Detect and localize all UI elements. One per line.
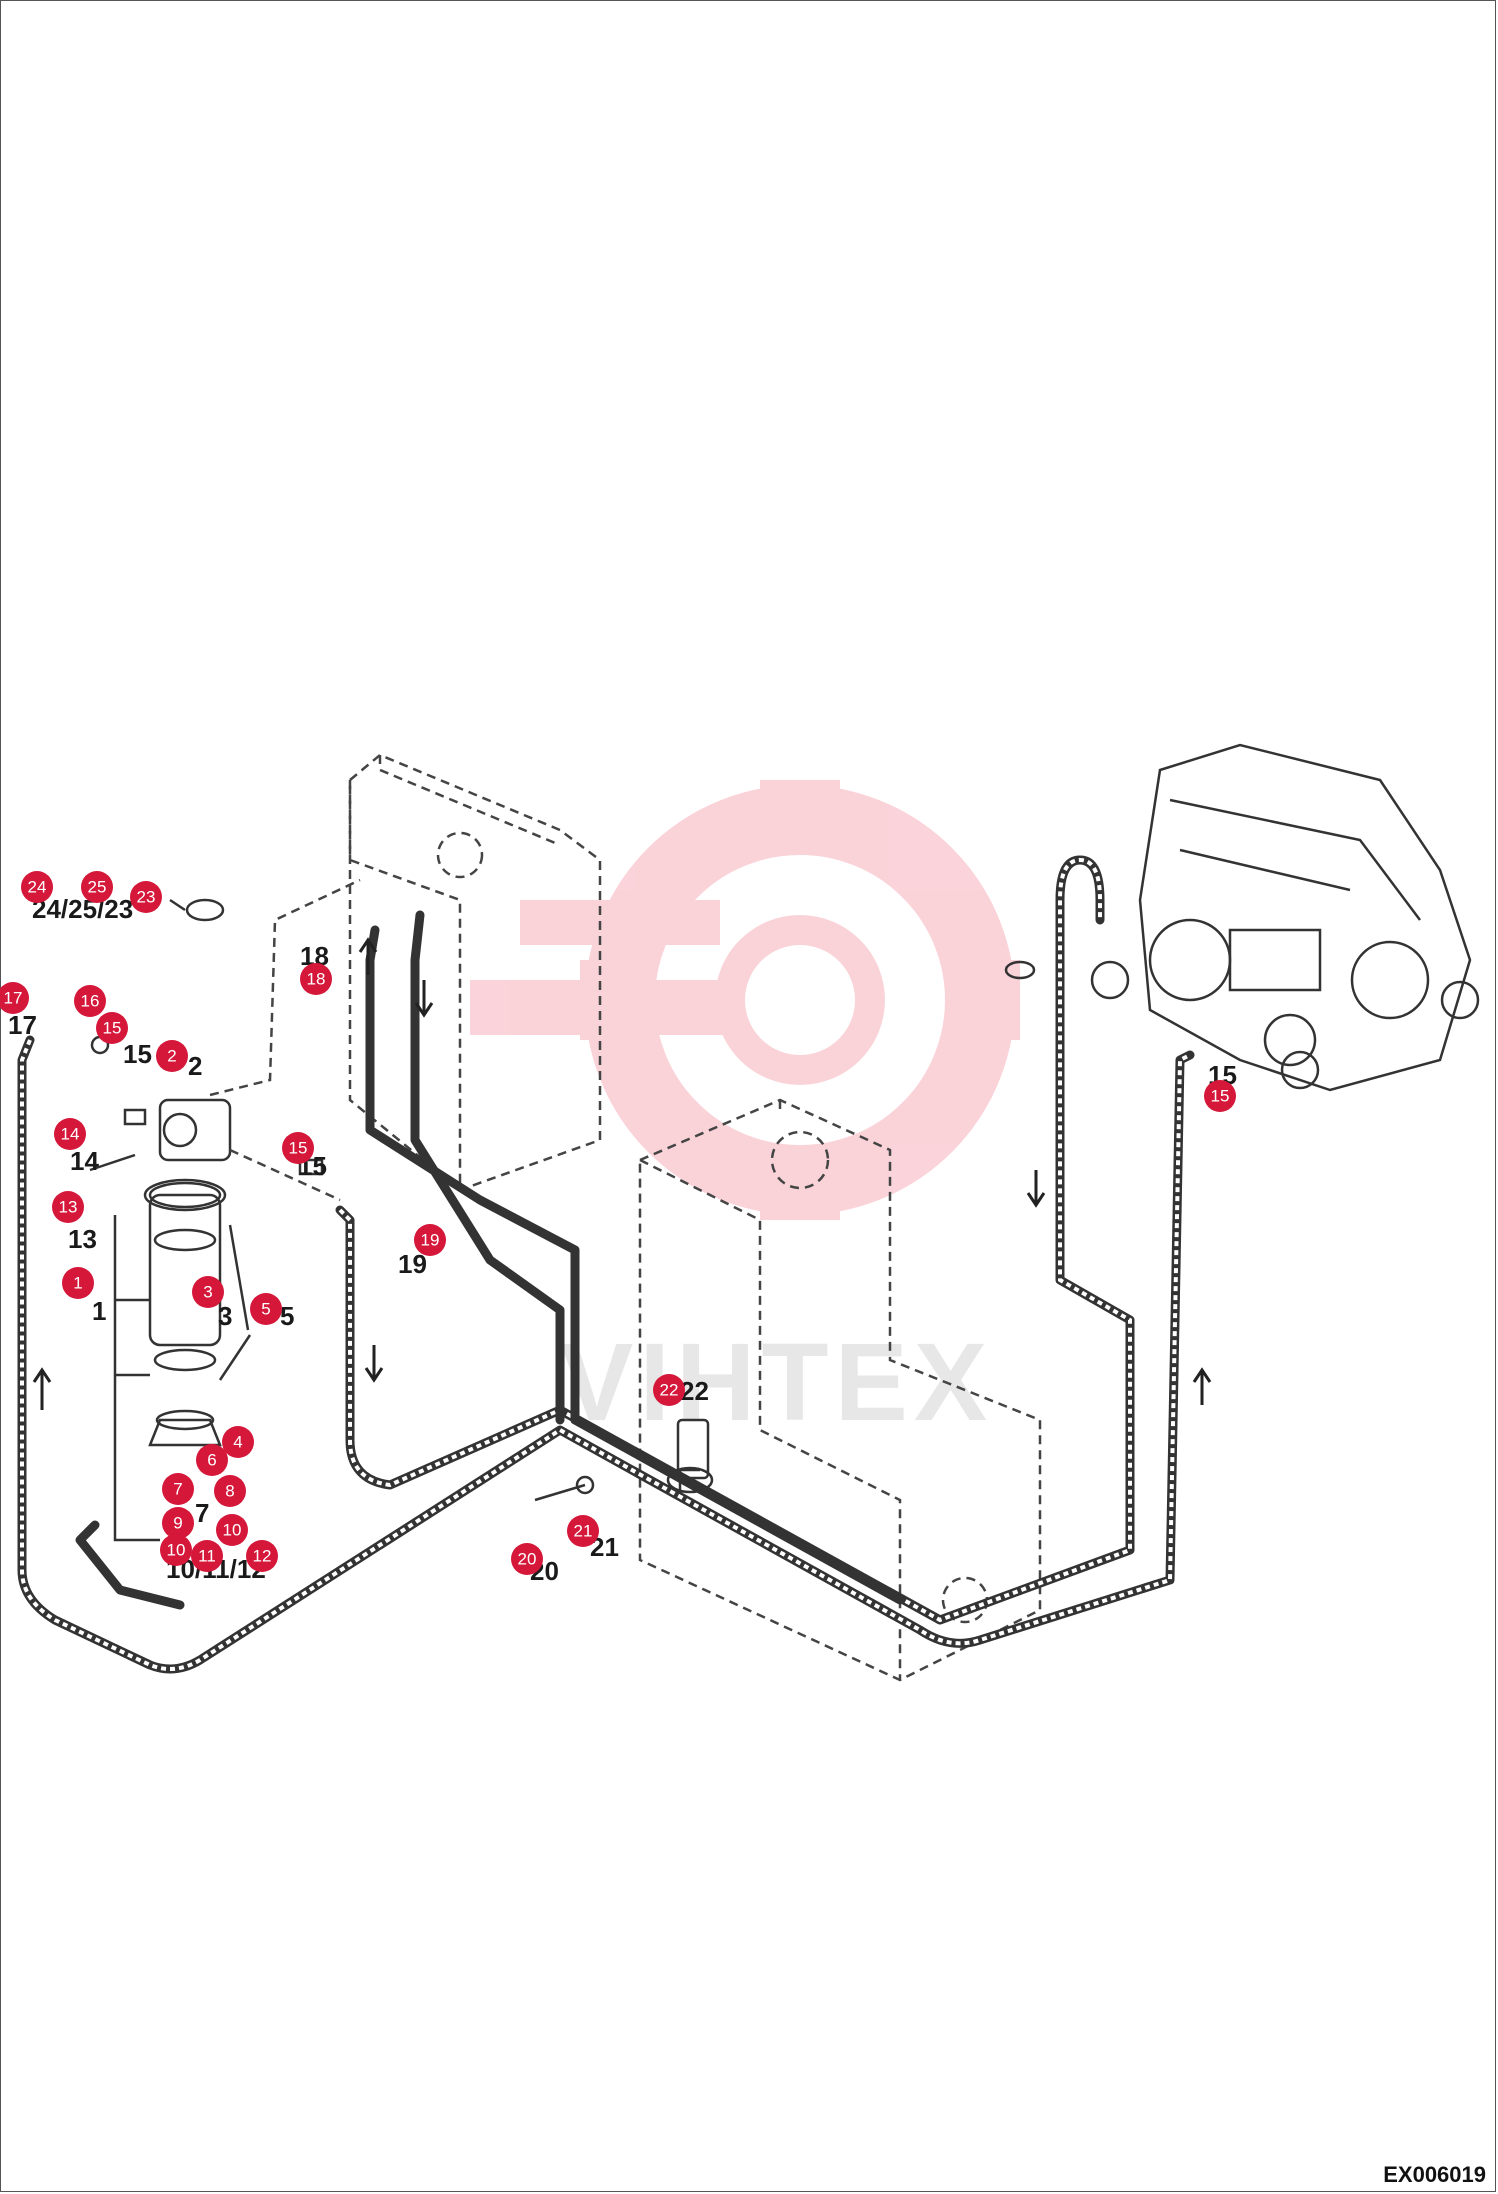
hose-clamps [534,960,1036,1502]
fuel-hoses [17,855,1195,1674]
callout-marker-1: 1 [73,1274,82,1293]
fuel-filter-assembly [89,898,324,1542]
watermark-text: VIHTEX [560,1321,993,1444]
part-number: 2 [188,1051,202,1081]
callout-marker-17: 17 [4,989,23,1008]
drawing-code: EX006019 [1383,2162,1486,2187]
callout-marker-13: 13 [59,1198,78,1217]
callout-marker-4: 4 [233,1433,242,1452]
part-number: 7 [195,1498,209,1528]
callout-marker-3: 3 [203,1283,212,1302]
callout-marker-20: 20 [518,1550,537,1569]
part-number: 1 [92,1296,106,1326]
callout-marker-6: 6 [207,1451,216,1470]
callout-marker-19: 19 [421,1231,440,1250]
part-number: 3 [218,1301,232,1331]
callout-marker-21: 21 [574,1522,593,1541]
callout-marker-22: 22 [660,1381,679,1400]
callout-marker-10: 10 [223,1521,242,1540]
callout-marker-10: 10 [167,1541,186,1560]
callout-marker-2: 2 [167,1047,176,1066]
callout-marker-5: 5 [261,1300,270,1319]
callout-markers: 24 25 23 17 16 15 2 14 13 15 19 18 1 3 5… [0,871,1236,1575]
callout-marker-14: 14 [61,1125,80,1144]
part-number: 17 [8,1010,37,1040]
part-number: 24/25/23 [32,894,133,924]
part-number: 15 [123,1039,152,1069]
flow-arrows [32,937,1212,1410]
part-number: 13 [68,1224,97,1254]
callout-marker-15: 15 [1211,1087,1230,1106]
callout-marker-8: 8 [225,1482,234,1501]
callout-marker-7: 7 [173,1480,182,1499]
watermark-logo [470,780,1020,1220]
part-number: 19 [398,1249,427,1279]
callout-marker-25: 25 [88,878,107,897]
callout-marker-9: 9 [173,1514,182,1533]
part-number: 14 [70,1146,99,1176]
callout-marker-18: 18 [307,970,326,989]
callout-marker-24: 24 [28,878,47,897]
engine-block [1090,743,1480,1092]
callout-marker-16: 16 [81,992,100,1011]
callout-marker-12: 12 [253,1547,272,1566]
part-number: 5 [280,1301,294,1331]
callout-marker-23: 23 [137,888,156,907]
callout-marker-15: 15 [289,1139,308,1158]
hydraulic-tank [348,753,602,1192]
callout-marker-11: 11 [198,1547,216,1566]
callout-marker-15: 15 [103,1019,122,1038]
